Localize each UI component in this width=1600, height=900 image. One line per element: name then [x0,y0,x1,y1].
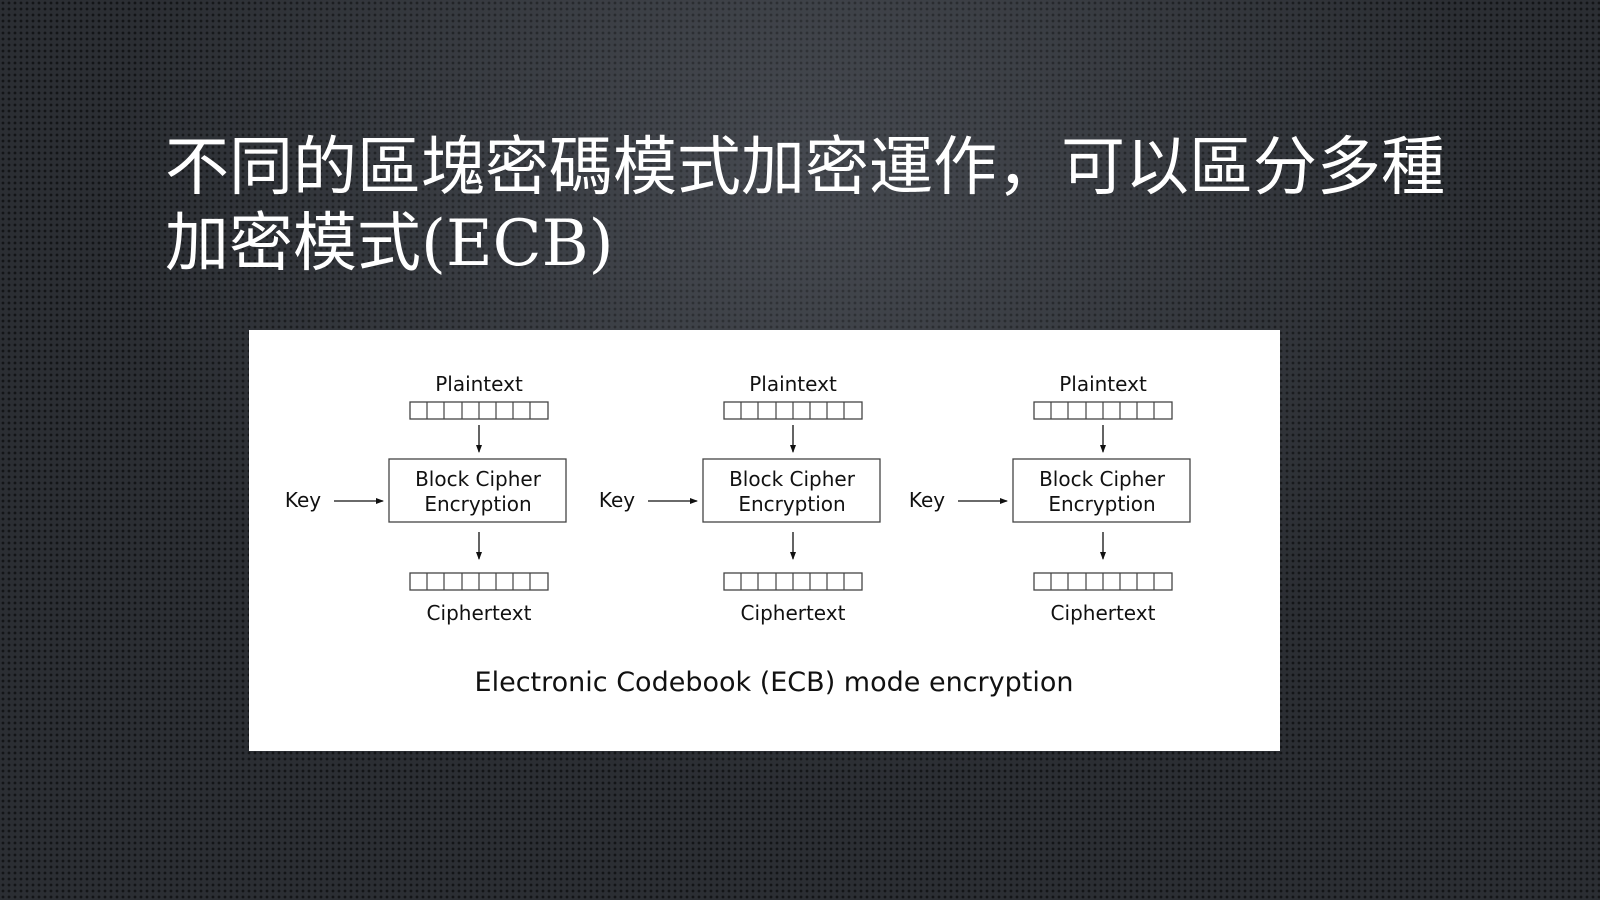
block-cipher-box [1012,458,1191,523]
slide-title: 不同的區塊密碼模式加密運作，可以區分多種 加密模式(ECB) [165,130,1465,282]
ecb-block-2: Plaintext Block Cipher Encryption Key Ci… [599,372,881,625]
plaintext-label: Plaintext [749,372,837,396]
ecb-block-1: Plaintext Block Cipher Encryption Key Ci… [285,372,567,625]
block-cipher-label-line1: Block Cipher [729,467,856,491]
ciphertext-label: Ciphertext [427,601,532,625]
block-cipher-label-line1: Block Cipher [415,467,542,491]
title-line-1: 不同的區塊密碼模式加密運作，可以區分多種 [165,131,1445,205]
block-cipher-label-line1: Block Cipher [1039,467,1166,491]
key-label: Key [599,488,635,512]
block-cipher-box [388,458,567,523]
plaintext-label: Plaintext [1059,372,1147,396]
ciphertext-bits [723,572,863,591]
plaintext-bits [1033,401,1173,420]
ecb-diagram-figure: Plaintext Block Cipher Encryption Key Ci… [249,330,1280,751]
key-label: Key [285,488,321,512]
ciphertext-label: Ciphertext [1051,601,1156,625]
key-label: Key [909,488,945,512]
block-cipher-label-line2: Encryption [1048,492,1155,516]
ciphertext-bits [409,572,549,591]
plaintext-label: Plaintext [435,372,523,396]
plaintext-bits [409,401,549,420]
diagram-caption: Electronic Codebook (ECB) mode encryptio… [475,667,1074,698]
ciphertext-bits [1033,572,1173,591]
block-cipher-label-line2: Encryption [738,492,845,516]
block-cipher-label-line2: Encryption [424,492,531,516]
ecb-diagram: Plaintext Block Cipher Encryption Key Ci… [285,372,1191,698]
title-line-2: 加密模式(ECB) [165,207,614,281]
ecb-block-3: Plaintext Block Cipher Encryption Key Ci… [909,372,1191,625]
plaintext-bits [723,401,863,420]
ciphertext-label: Ciphertext [741,601,846,625]
block-cipher-box [702,458,881,523]
